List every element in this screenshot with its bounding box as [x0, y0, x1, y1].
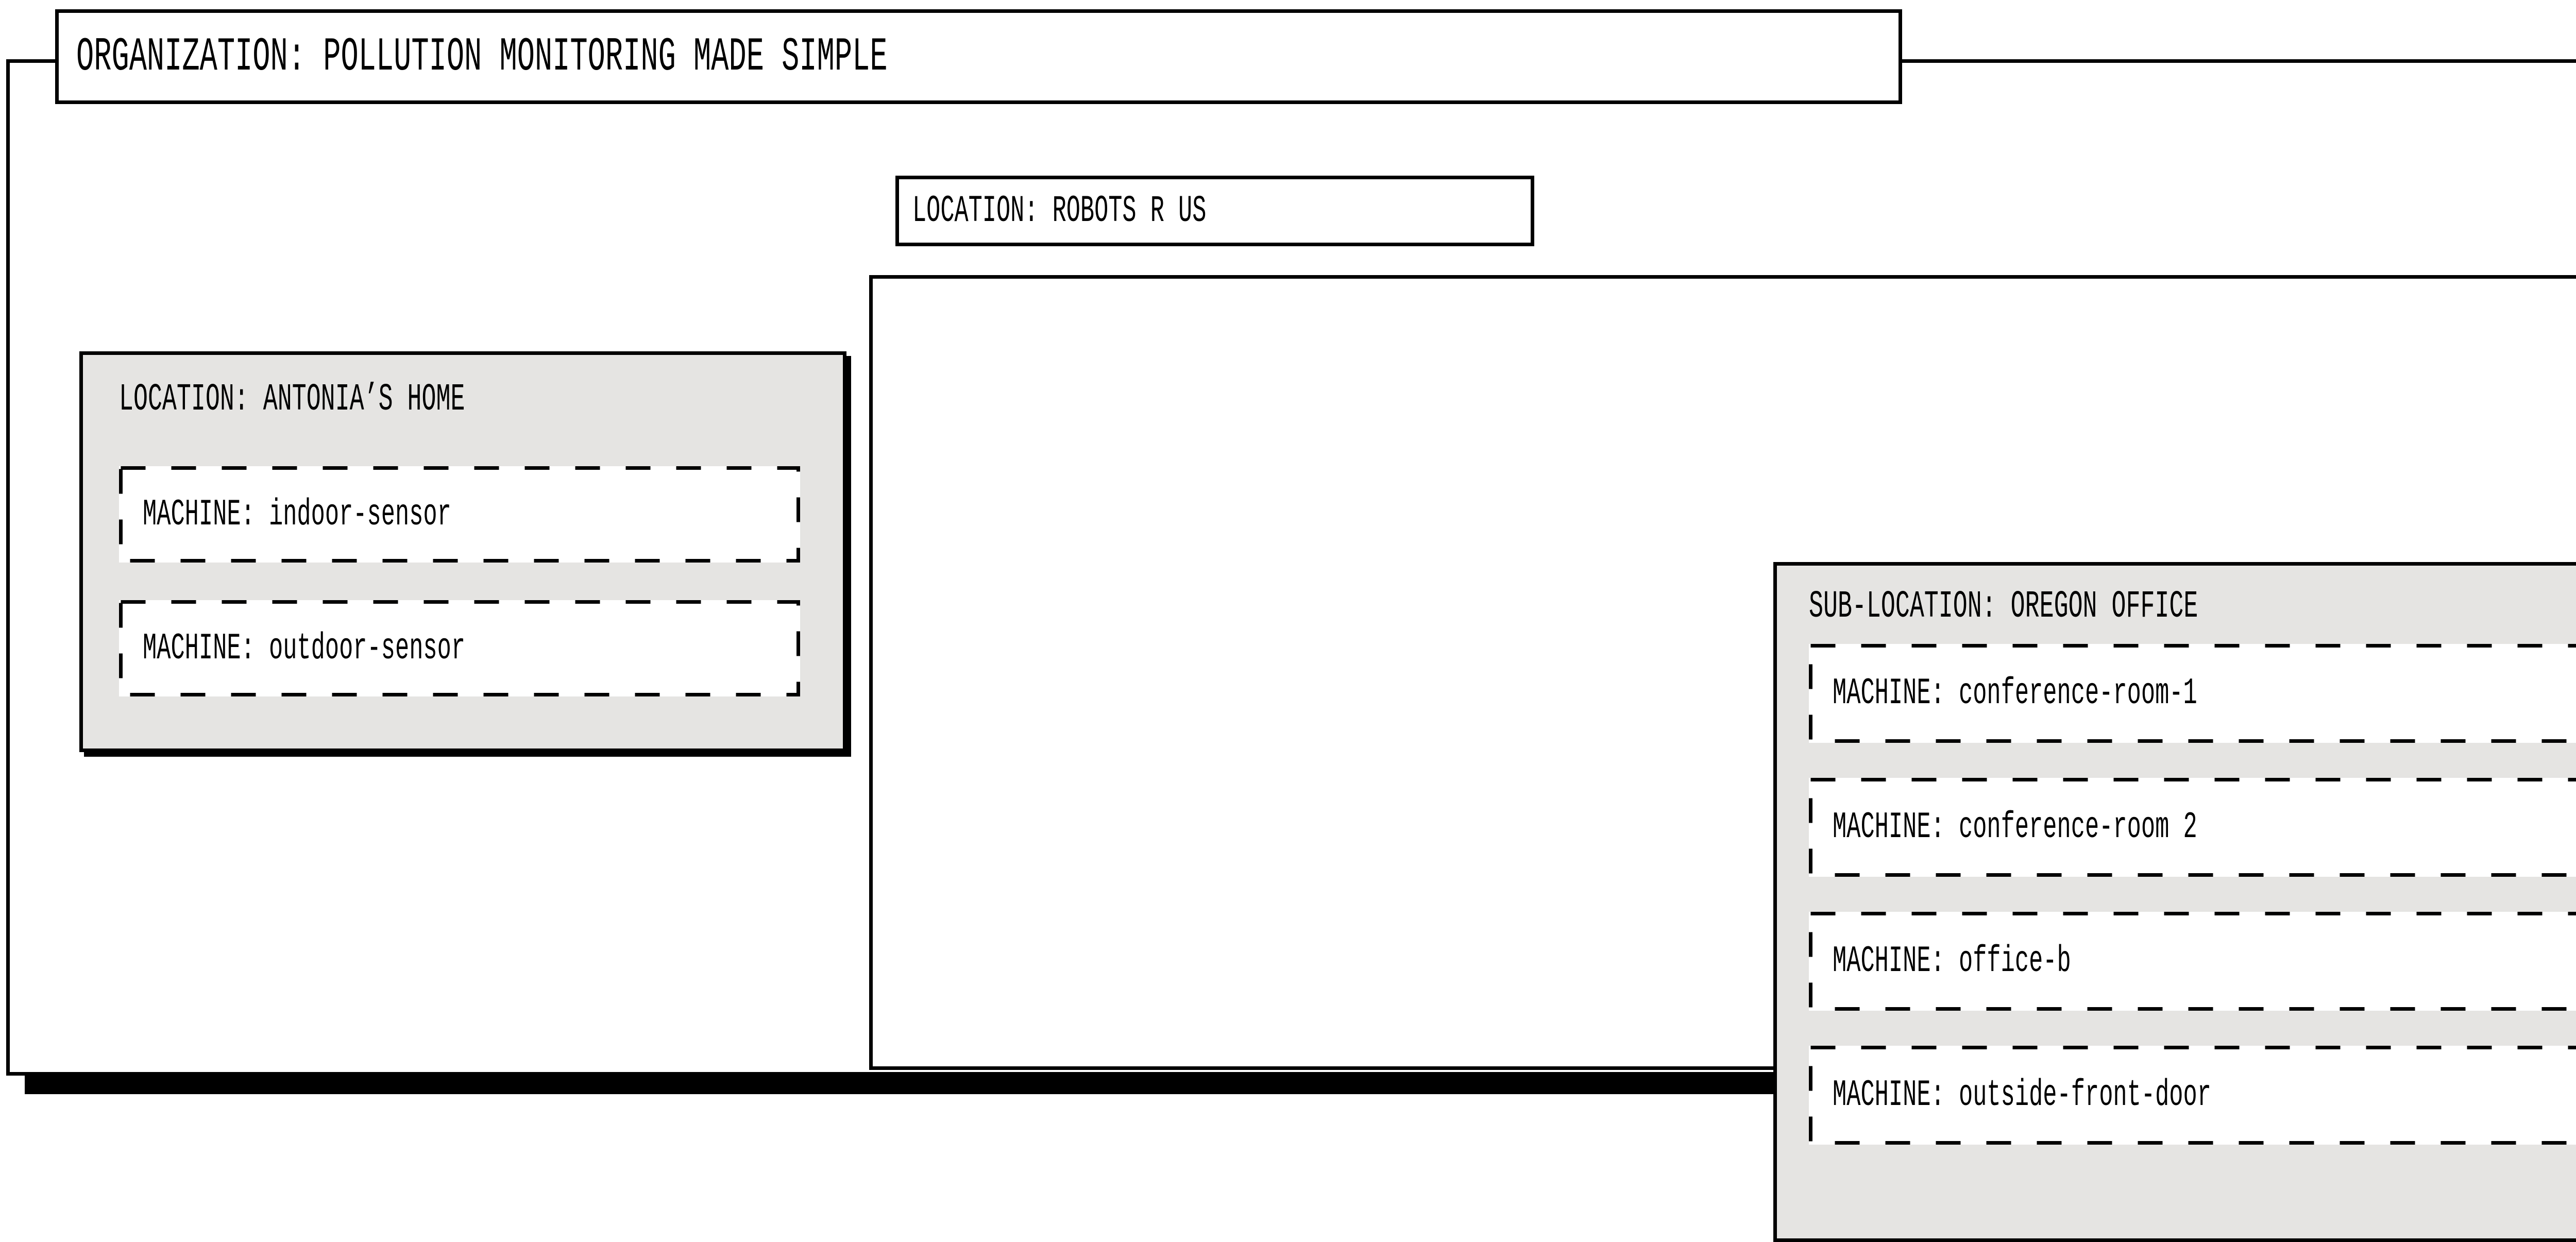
machine-box-conference-room-1[interactable]: MACHINE: conference-room-1 — [1809, 644, 2576, 743]
location-title-text: LOCATION: ROBOTS R US — [912, 190, 1296, 232]
sub-location-title-text: SUB-LOCATION: OREGON OFFICE — [1809, 585, 2428, 628]
machine-label: MACHINE: conference-room-1 — [1833, 672, 2314, 714]
machine-label: MACHINE: outside-front-door — [1833, 1074, 2314, 1116]
organization-title-box: ORGANIZATION: POLLUTION MONITORING MADE … — [55, 9, 1902, 104]
machine-box-office-b[interactable]: MACHINE: office-b — [1809, 912, 2576, 1011]
machine-box-indoor-sensor[interactable]: MACHINE: indoor-sensor — [119, 466, 800, 563]
location-label-box-robots-r-us: LOCATION: ROBOTS R US — [895, 176, 1534, 246]
location-title-text: LOCATION: ANTONIA’S HOME — [119, 378, 669, 421]
sub-location-panel-oregon-office[interactable]: SUB-LOCATION: OREGON OFFICE MACHINE: con… — [1773, 562, 2576, 1242]
machine-box-outdoor-sensor[interactable]: MACHINE: outdoor-sensor — [119, 600, 800, 696]
organization-title-text: ORGANIZATION: POLLUTION MONITORING MADE … — [76, 30, 1206, 84]
location-container-robots-r-us: SUB-LOCATION: OREGON OFFICE MACHINE: con… — [869, 275, 2576, 1070]
location-title-antonias-home: LOCATION: ANTONIA’S HOME — [119, 378, 668, 421]
location-panel-antonias-home[interactable]: LOCATION: ANTONIA’S HOME MACHINE: indoor… — [79, 351, 846, 752]
machine-label: MACHINE: outdoor-sensor — [143, 627, 557, 670]
machine-label: MACHINE: conference-room 2 — [1833, 806, 2314, 848]
sub-location-title-oregon-office: SUB-LOCATION: OREGON OFFICE — [1809, 585, 2427, 628]
machine-box-outside-front-door[interactable]: MACHINE: outside-front-door — [1809, 1046, 2576, 1145]
machine-box-conference-room-2[interactable]: MACHINE: conference-room 2 — [1809, 778, 2576, 877]
machine-label: MACHINE: office-b — [1833, 940, 2314, 982]
machine-label: MACHINE: indoor-sensor — [143, 494, 557, 536]
